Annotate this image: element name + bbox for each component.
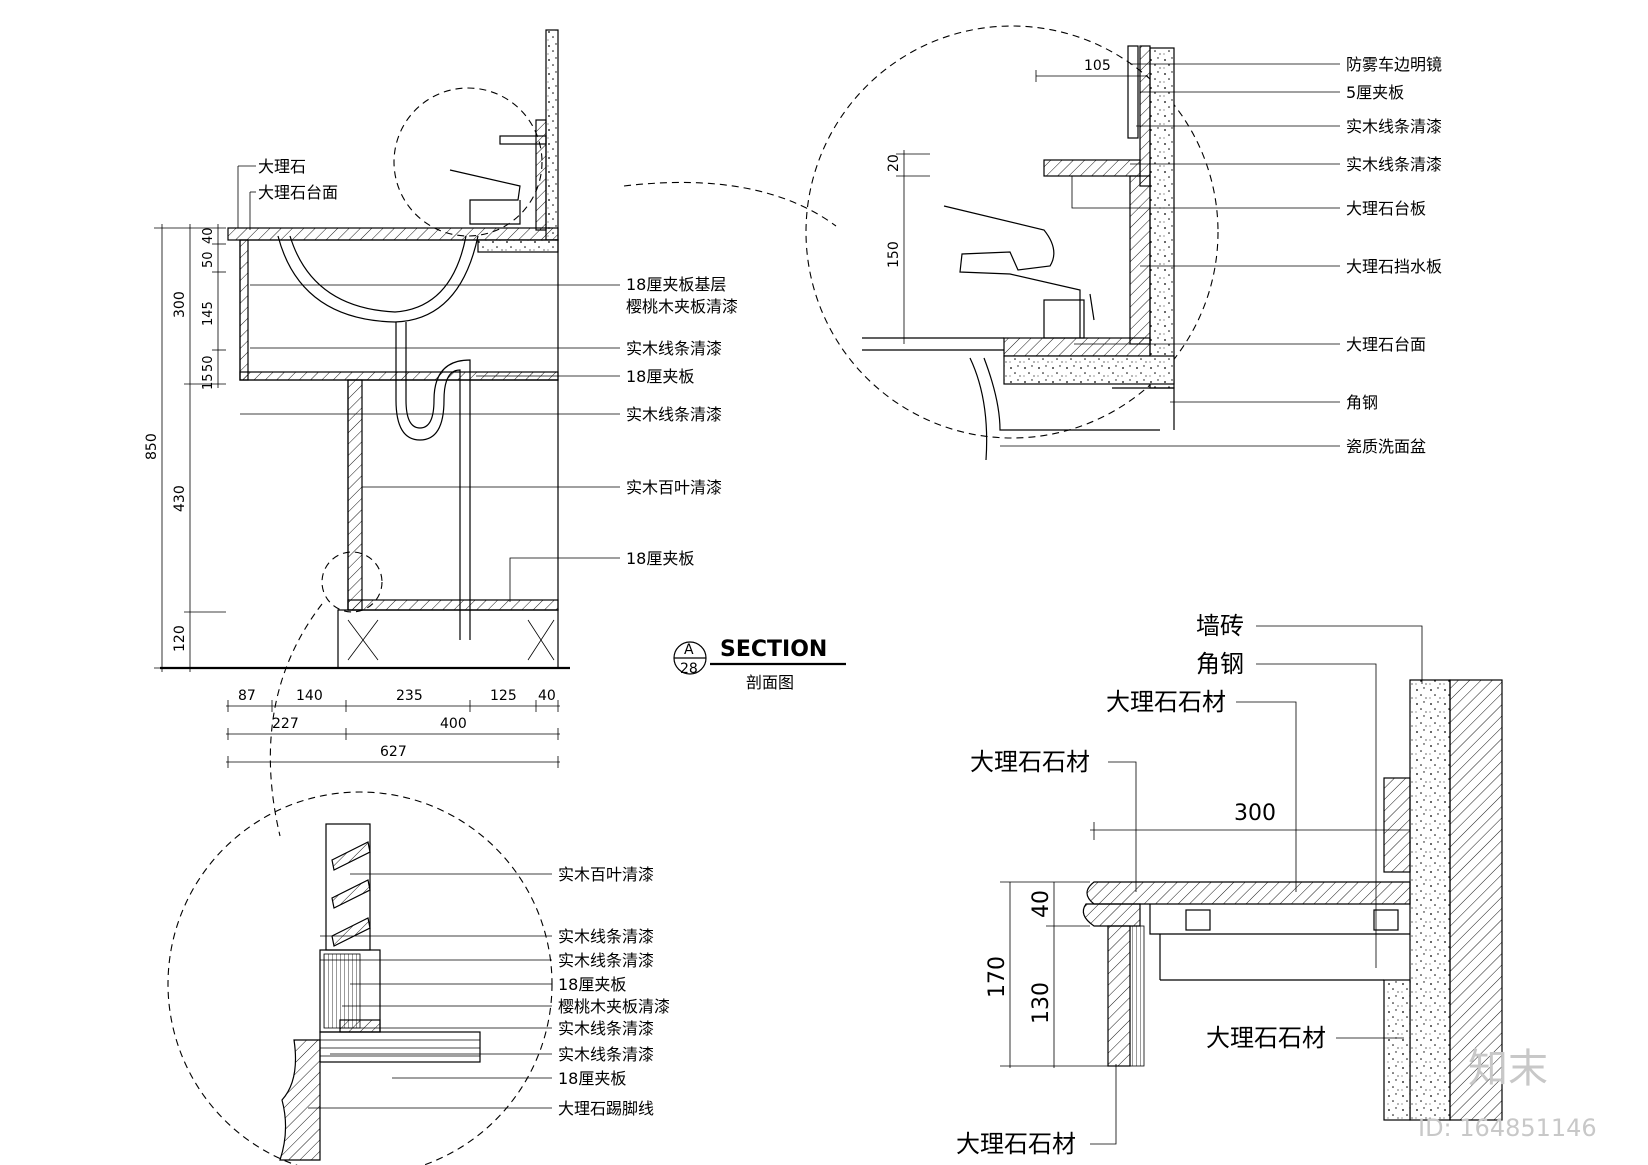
watermark: 知末 ID: 164851146	[1418, 1046, 1597, 1142]
label-tr-5: 大理石挡水板	[1346, 257, 1442, 276]
main-labels-right: 18厘夹板基层 樱桃木夹板清漆 实木线条清漆 18厘夹板 实木线条清漆 实木百叶…	[240, 275, 738, 602]
label-main-r0: 18厘夹板基层	[626, 275, 726, 294]
main-section	[160, 29, 570, 670]
dim-105: 105	[1084, 58, 1111, 74]
detail-br-labels: 墙砖 角钢 大理石石材 大理石石材 大理石石材 大理石石材 300 40 130…	[956, 612, 1423, 1158]
detail-br-wall-tile	[1409, 679, 1451, 1121]
watermark-logo: 知末	[1468, 1046, 1548, 1092]
label-main-r6: 18厘夹板	[626, 549, 694, 568]
main-basin	[277, 235, 479, 323]
label-br-tile: 墙砖	[1196, 612, 1244, 640]
dim-300-br: 300	[1234, 801, 1276, 826]
detail-circle-bottom	[321, 551, 383, 613]
label-marble-top: 大理石台面	[258, 183, 338, 202]
dim-40-br: 40	[1029, 890, 1054, 918]
label-bl-7: 18厘夹板	[558, 1069, 626, 1088]
dim-227: 227	[272, 716, 299, 732]
main-dims-horizontal: 87 140 235 125 40 227 400 627	[226, 688, 560, 768]
dim-125: 125	[490, 688, 517, 704]
label-main-r4: 实木线条清漆	[626, 405, 722, 424]
detail-tr-shelf	[1043, 159, 1141, 177]
dim-87: 87	[238, 688, 256, 704]
label-tr-0: 防雾车边明镜	[1346, 55, 1442, 74]
label-br-marble-b: 大理石石材	[970, 748, 1090, 776]
label-tr-8: 瓷质洗面盆	[1346, 437, 1426, 456]
dim-430: 430	[172, 485, 188, 512]
dim-140: 140	[296, 688, 323, 704]
watermark-id: ID: 164851146	[1418, 1114, 1597, 1142]
detail-bl-labels: 实木百叶清漆 实木线条清漆 实木线条清漆 18厘夹板 樱桃木夹板清漆 实木线条清…	[308, 865, 670, 1118]
label-bl-5: 实木线条清漆	[558, 1019, 654, 1038]
dim-40: 40	[201, 227, 216, 244]
label-tr-1: 5厘夹板	[1346, 83, 1404, 102]
label-main-r3: 18厘夹板	[626, 367, 694, 386]
main-cabinet-lower	[347, 379, 559, 611]
label-br-marble-right: 大理石石材	[1206, 1024, 1326, 1052]
dim-50a: 50	[201, 251, 216, 268]
label-br-angle: 角钢	[1196, 650, 1244, 678]
dim-627: 627	[380, 744, 407, 760]
detail-top-right	[623, 25, 1219, 461]
label-main-r1: 樱桃木夹板清漆	[626, 297, 738, 316]
section-code-bottom: 28	[680, 661, 698, 677]
label-tr-2: 实木线条清漆	[1346, 117, 1442, 136]
main-wall	[545, 29, 559, 241]
dim-40h: 40	[538, 688, 556, 704]
section-title-cn: 剖面图	[746, 673, 794, 692]
label-marble: 大理石	[258, 157, 306, 176]
dim-130-br: 130	[1029, 982, 1054, 1024]
detail-br-side-panel	[1107, 925, 1131, 1067]
main-cabinet-upper	[239, 239, 559, 381]
main-countertop	[227, 227, 559, 241]
detail-tr-basin	[969, 357, 988, 461]
dim-150: 150	[886, 241, 902, 268]
dim-400: 400	[440, 716, 467, 732]
label-bl-6: 实木线条清漆	[558, 1045, 654, 1064]
detail-bottom-left	[167, 603, 553, 1165]
label-bl-2: 实木线条清漆	[558, 951, 654, 970]
main-dims-vertical: 850 300 430 120 40 50 145 50 15	[144, 224, 226, 672]
dim-145: 145	[201, 301, 216, 326]
detail-circle-top	[393, 87, 543, 237]
dim-170-br: 170	[985, 956, 1010, 998]
label-tr-7: 角钢	[1346, 393, 1378, 412]
section-code-top: A	[684, 642, 694, 658]
detail-tr-circle	[805, 25, 1219, 439]
section-title-en: SECTION	[720, 637, 827, 662]
main-plinth	[337, 609, 559, 669]
label-tr-4: 大理石台板	[1346, 199, 1426, 218]
label-tr-6: 大理石台面	[1346, 335, 1426, 354]
dim-850: 850	[144, 433, 160, 460]
dim-20: 20	[886, 154, 902, 172]
label-bl-4: 樱桃木夹板清漆	[558, 997, 670, 1016]
dim-300: 300	[172, 291, 188, 318]
detail-tr-countertop	[1003, 337, 1151, 357]
main-drain-pipe	[395, 322, 461, 640]
label-main-r2: 实木线条清漆	[626, 339, 722, 358]
detail-bottom-right	[1082, 679, 1503, 1121]
dim-120: 120	[172, 625, 188, 652]
dim-50b: 50	[201, 355, 216, 372]
label-br-marble-a: 大理石石材	[1106, 688, 1226, 716]
dim-15: 15	[201, 373, 216, 390]
detail-tr-labels: 防雾车边明镜 5厘夹板 实木线条清漆 实木线条清漆 大理石台板 大理石挡水板 大…	[886, 55, 1442, 456]
main-labels-left: 大理石 大理石台面	[237, 157, 338, 230]
label-bl-0: 实木百叶清漆	[558, 865, 654, 884]
label-bl-1: 实木线条清漆	[558, 927, 654, 946]
label-br-marble-bottom: 大理石石材	[956, 1130, 1076, 1158]
label-bl-3: 18厘夹板	[558, 975, 626, 994]
label-tr-3: 实木线条清漆	[1346, 155, 1442, 174]
dim-235: 235	[396, 688, 423, 704]
label-main-r5: 实木百叶清漆	[626, 478, 722, 497]
detail-br-countertop	[1086, 881, 1411, 905]
main-faucet	[449, 169, 521, 225]
section-title-block: A 28 SECTION 剖面图	[673, 637, 846, 692]
label-bl-8: 大理石踢脚线	[558, 1099, 654, 1118]
detail-tr-faucet	[943, 205, 1081, 338]
